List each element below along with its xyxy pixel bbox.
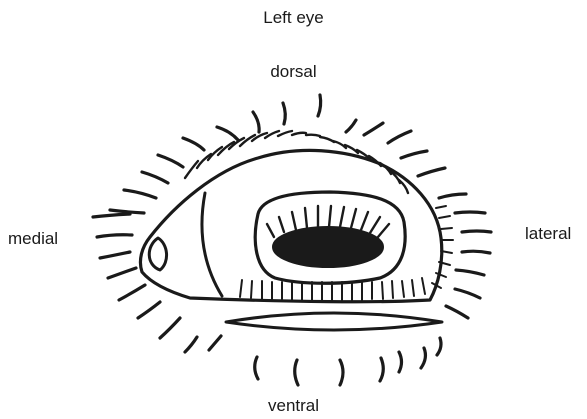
outer-dash <box>110 210 144 213</box>
outer-dash <box>364 123 383 135</box>
outer-dash <box>421 348 425 368</box>
eyelid-inner-line <box>202 193 222 296</box>
outer-dash <box>124 190 156 198</box>
eye-outline <box>140 150 441 301</box>
outer-dash <box>183 138 204 150</box>
outer-dash <box>255 357 258 379</box>
lash <box>278 131 292 136</box>
outer-dash <box>380 358 383 381</box>
outer-dash <box>401 151 427 158</box>
outer-dash <box>138 302 160 318</box>
outer-dash <box>97 235 132 237</box>
lash <box>378 224 389 237</box>
outer-dash <box>340 360 343 385</box>
lash <box>439 216 450 218</box>
lash <box>392 281 393 298</box>
pupil <box>273 227 383 267</box>
outer-dash <box>346 120 356 132</box>
lash <box>240 280 242 297</box>
outer-dash <box>399 352 402 372</box>
outer-dash <box>283 103 285 124</box>
lash <box>340 207 344 227</box>
lash <box>345 145 358 153</box>
outer-dash <box>108 268 136 278</box>
lash <box>422 278 425 294</box>
lash <box>402 281 404 297</box>
outer-dash <box>253 112 259 132</box>
outer-dash <box>418 168 445 176</box>
lash <box>251 281 252 298</box>
lash <box>329 206 331 227</box>
lash <box>441 228 452 229</box>
outer-dash <box>217 127 238 140</box>
outer-dash <box>142 172 168 183</box>
lash <box>382 282 383 299</box>
outer-dash <box>439 194 466 198</box>
lash <box>361 212 368 230</box>
outer-dash <box>158 155 183 167</box>
outer-dash <box>93 214 130 217</box>
outer-dash <box>455 212 485 213</box>
outer-dash <box>462 251 490 253</box>
outer-dash <box>100 252 130 258</box>
outer-dash <box>437 338 441 355</box>
outer-dash <box>295 360 298 385</box>
lash <box>279 217 284 232</box>
outer-dash <box>209 336 221 350</box>
lash <box>412 280 414 296</box>
lash <box>292 212 296 230</box>
outer-dash <box>160 318 180 338</box>
outer-dash <box>446 306 468 318</box>
outer-dash <box>456 270 484 275</box>
lash <box>370 217 380 233</box>
lash <box>185 161 198 178</box>
outer-dash <box>462 231 491 232</box>
caruncle <box>149 238 166 270</box>
lash <box>305 208 307 228</box>
lash <box>267 224 274 237</box>
lash <box>436 206 446 208</box>
lash <box>306 135 320 136</box>
outer-dash <box>119 285 145 300</box>
outer-dash <box>455 289 480 298</box>
lash <box>351 209 356 228</box>
outer-dash <box>388 131 411 143</box>
outer-dash <box>185 337 197 352</box>
outer-dash <box>318 95 321 116</box>
lash <box>292 133 306 135</box>
lower-lid-lens <box>226 313 442 330</box>
